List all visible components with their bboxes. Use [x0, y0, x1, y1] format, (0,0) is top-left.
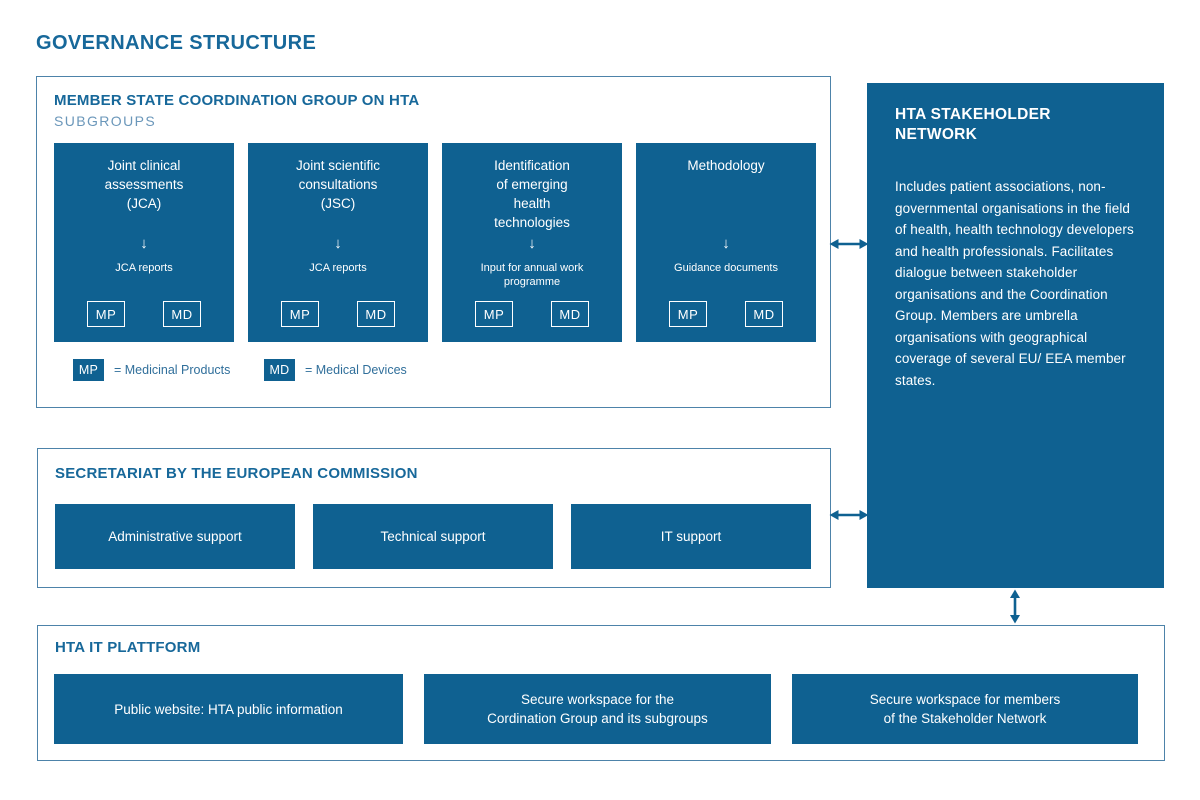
member-group-title: MEMBER STATE COORDINATION GROUP ON HTA [54, 92, 420, 109]
secretariat-title: SECRETARIAT BY THE EUROPEAN COMMISSION [55, 465, 418, 482]
secretariat-section: SECRETARIAT BY THE EUROPEAN COMMISSION A… [37, 448, 831, 588]
badge-row: MP MD [636, 301, 816, 327]
mp-badge: MP [281, 301, 319, 327]
subgroup-card-emerging-tech: Identification of emerging health techno… [442, 143, 622, 342]
public-website-box: Public website: HTA public information [54, 674, 403, 744]
coordination-workspace-box: Secure workspace for the Cordination Gro… [424, 674, 771, 744]
support-row: Administrative support Technical support… [55, 504, 811, 569]
subgroup-output: Guidance documents [674, 262, 778, 274]
stakeholder-network-description: Includes patient associations, non-gover… [895, 179, 1134, 388]
subgroup-output: JCA reports [309, 262, 367, 274]
page-title: GOVERNANCE STRUCTURE [36, 32, 317, 54]
it-platform-section: HTA IT PLATTFORM Public website: HTA pub… [37, 625, 1165, 761]
badge-row: MP MD [54, 301, 234, 327]
subgroup-title: Joint scientific consultations (JSC) [295, 158, 381, 211]
mp-chip: MP [73, 359, 104, 381]
legend: MP = Medicinal Products MD = Medical Dev… [73, 359, 830, 381]
subgroup-cards-row: Joint clinical assessments (JCA) ↓ JCA r… [54, 143, 830, 342]
subgroup-card-methodology: Methodology ↓ Guidance documents MP MD [636, 143, 816, 342]
subgroup-title: Methodology [687, 158, 765, 173]
subgroup-output: Input for annual work programme [480, 262, 584, 288]
stakeholder-platform-arrow-icon [1010, 589, 1020, 624]
mp-badge: MP [669, 301, 707, 327]
md-badge: MD [745, 301, 783, 327]
member-group-subtitle: SUBGROUPS [54, 113, 157, 129]
badge-row: MP MD [248, 301, 428, 327]
subgroup-output: JCA reports [115, 262, 173, 274]
stakeholder-network-title: HTA STAKEHOLDER NETWORK [895, 106, 1051, 143]
down-arrow-icon: ↓ [528, 235, 536, 252]
secretariat-stakeholder-arrow-icon [829, 510, 869, 520]
subgroup-card-jsc: Joint scientific consultations (JSC) ↓ J… [248, 143, 428, 342]
md-badge: MD [357, 301, 395, 327]
down-arrow-icon: ↓ [140, 235, 148, 252]
legend-text-mp: = Medicinal Products [114, 363, 231, 377]
mp-badge: MP [87, 301, 125, 327]
subgroup-title: Identification of emerging health techno… [494, 158, 570, 230]
subgroup-card-jca: Joint clinical assessments (JCA) ↓ JCA r… [54, 143, 234, 342]
platform-row: Public website: HTA public information S… [54, 674, 1138, 744]
stakeholder-network-panel: HTA STAKEHOLDER NETWORK Includes patient… [867, 83, 1164, 588]
subgroup-title: Joint clinical assessments (JCA) [104, 158, 184, 211]
down-arrow-icon: ↓ [334, 235, 342, 252]
legend-text-md: = Medical Devices [305, 363, 407, 377]
stakeholder-workspace-box: Secure workspace for members of the Stak… [792, 674, 1138, 744]
md-badge: MD [163, 301, 201, 327]
md-badge: MD [551, 301, 589, 327]
administrative-support-box: Administrative support [55, 504, 295, 569]
member-state-coordination-group-section: MEMBER STATE COORDINATION GROUP ON HTA S… [36, 76, 831, 408]
it-platform-title: HTA IT PLATTFORM [55, 639, 201, 656]
down-arrow-icon: ↓ [722, 235, 730, 252]
it-support-box: IT support [571, 504, 811, 569]
legend-item-md: MD = Medical Devices [264, 359, 407, 381]
legend-item-mp: MP = Medicinal Products [73, 359, 264, 381]
coordination-stakeholder-arrow-icon [829, 239, 869, 249]
technical-support-box: Technical support [313, 504, 553, 569]
mp-badge: MP [475, 301, 513, 327]
md-chip: MD [264, 359, 295, 381]
badge-row: MP MD [442, 301, 622, 327]
